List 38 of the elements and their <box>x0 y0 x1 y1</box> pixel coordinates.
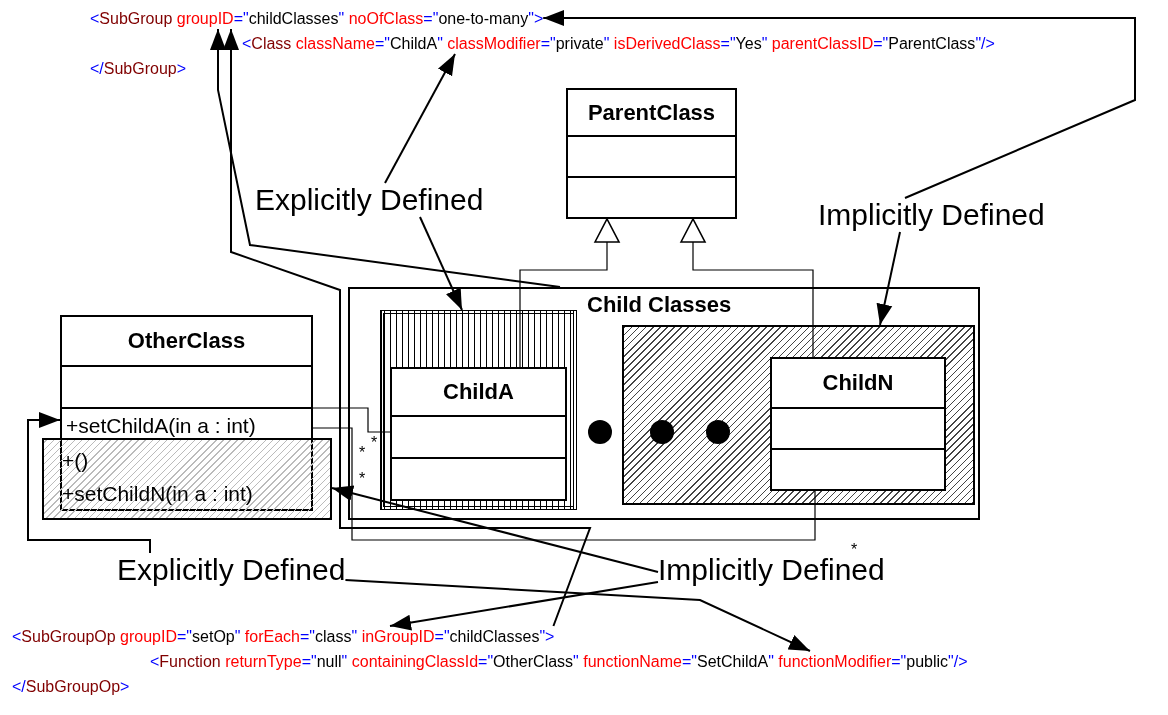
group-frame <box>348 287 980 520</box>
uml-class <box>770 357 946 491</box>
hatched-region <box>380 310 577 510</box>
leader-arrow <box>389 581 659 631</box>
leader-arrow <box>27 412 151 554</box>
hatched-region <box>42 438 332 520</box>
uml-class <box>390 367 567 501</box>
annotation-text: Implicitly Defined <box>818 198 1045 232</box>
operation-text: +setChildN(in a : int) <box>62 481 254 507</box>
xml-code-line: </SubGroup> <box>90 58 187 79</box>
inheritance-arrow <box>519 218 620 368</box>
leader-arrow <box>419 216 463 311</box>
group-title: Child Classes <box>587 292 732 318</box>
leader-arrow <box>384 53 456 184</box>
class-name: ChildA <box>442 378 515 406</box>
hatched-region <box>622 325 975 505</box>
association-line <box>312 407 391 433</box>
leader-arrow <box>344 579 811 652</box>
annotation-text: Explicitly Defined <box>117 553 346 587</box>
xml-code-line: <SubGroupOp groupID="setOp" forEach="class" inGroupID="childClasses"> <box>12 626 555 647</box>
uml-class <box>60 315 313 511</box>
operation-text: +setChildA(in a : int) <box>65 413 257 439</box>
class-name: ParentClass <box>586 99 717 127</box>
leader-arrow <box>876 231 901 326</box>
inheritance-arrow <box>680 218 814 358</box>
xml-code-line: <Class className="ChildA" classModifier="private" isDerivedClass="Yes" parentClassID="ParentClass"/> <box>242 33 995 54</box>
annotation-text: Explicitly Defined <box>255 183 484 217</box>
leader-arrow <box>223 28 592 627</box>
association-line <box>312 427 816 541</box>
leader-arrow <box>542 10 1136 199</box>
xml-code-line: <Function returnType="null" containingClassId="OtherClass" functionName="SetChildA" functionModifier="public"/> <box>150 651 968 672</box>
xml-code-line: <SubGroup groupID="childClasses" noOfClass="one-to-many"> <box>90 8 544 29</box>
uml-class <box>566 88 737 219</box>
xml-code-line: </SubGroupOp> <box>12 676 130 697</box>
operation-text: +() <box>62 448 90 474</box>
leader-arrow <box>331 485 659 573</box>
leader-arrow <box>210 28 561 288</box>
class-name: ChildN <box>821 369 895 397</box>
